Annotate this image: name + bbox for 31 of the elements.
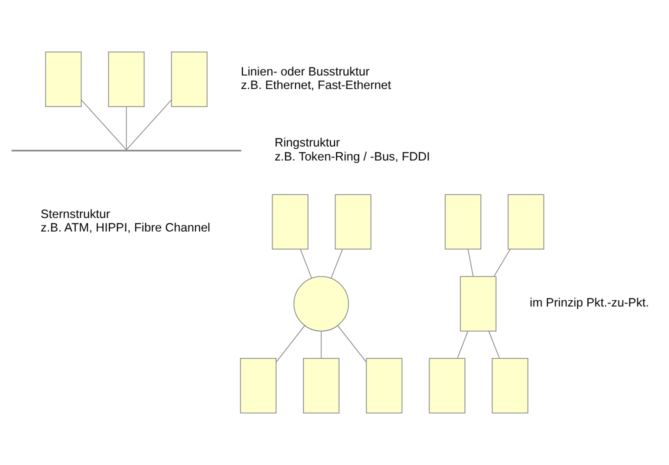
node-box (492, 358, 528, 414)
connector (330, 248, 343, 279)
label: Sternstruktur z.B. ATM, HIPPI, Fibre Channel (40, 206, 210, 235)
node-box (366, 358, 402, 414)
connector (468, 248, 474, 277)
node-box (108, 52, 145, 107)
connector (126, 106, 127, 150)
connector (337, 325, 367, 362)
connector (300, 248, 312, 279)
connector (80, 100, 127, 150)
connector (126, 100, 172, 150)
label: im Prinzip Pkt.-zu-Pkt. (530, 296, 650, 310)
node-box (240, 358, 276, 414)
node-box (444, 194, 482, 250)
node-box (272, 194, 308, 250)
node-box (428, 358, 466, 414)
node-circle (294, 276, 349, 332)
node-box (508, 194, 544, 250)
connector (488, 330, 500, 358)
connector (320, 330, 322, 358)
node-box (460, 276, 496, 332)
node-box (303, 358, 340, 414)
node-bar (11, 150, 242, 152)
connector (494, 248, 511, 277)
connector (457, 330, 468, 358)
label: Ringstruktur z.B. Token-Ring / -Bus, FDDI (274, 136, 430, 164)
node-box (334, 194, 372, 250)
node-box (171, 52, 208, 107)
label: Linien- oder Busstruktur z.B. Ethernet, Fast-Ethernet (240, 64, 392, 92)
connector (276, 325, 306, 362)
node-box (45, 52, 82, 107)
